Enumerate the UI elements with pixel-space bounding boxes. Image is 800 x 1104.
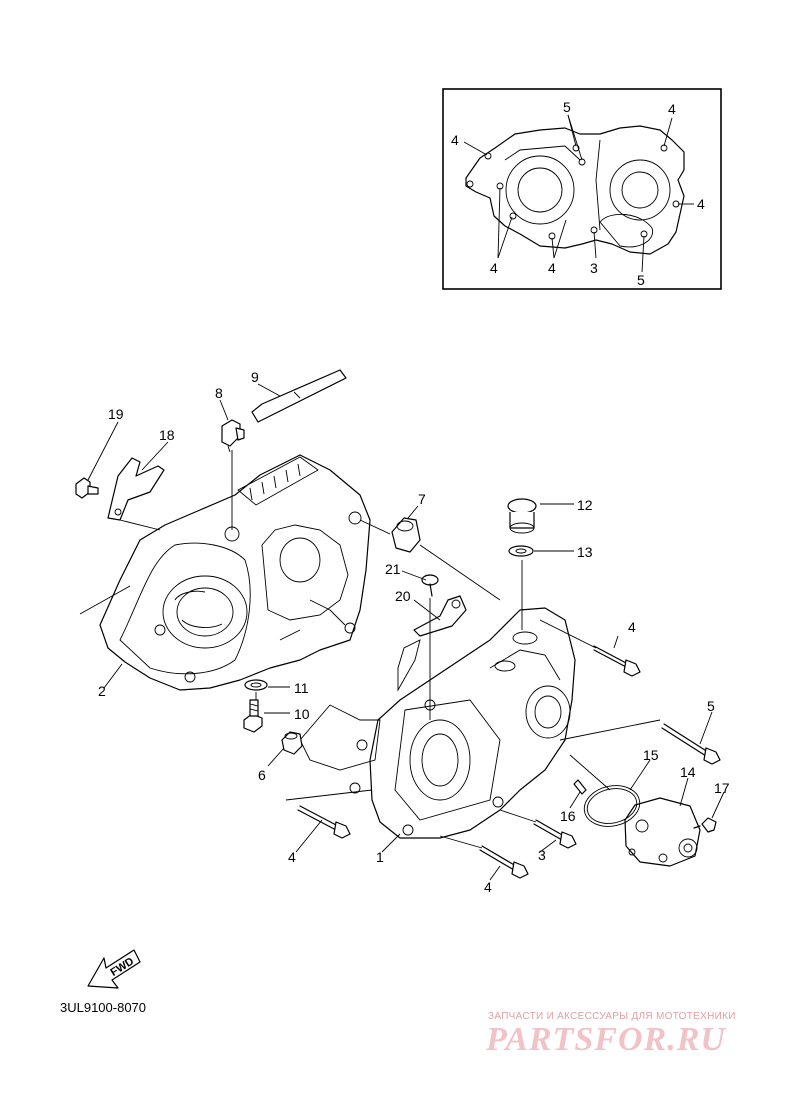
inset-gear-bore-outer: [609, 159, 671, 221]
callout-4-upper-right: 4: [628, 619, 636, 635]
clamp-part-20: [413, 595, 467, 637]
callout-17: 17: [714, 780, 730, 796]
right-case-top-rim: [489, 649, 561, 681]
screw-part-17: [693, 817, 717, 833]
inset-label-4-bottom-middle: 4: [548, 260, 556, 276]
bolt-part-19: [75, 477, 99, 499]
inset-pump-boss: [599, 213, 654, 248]
water-pump-housing-part-14: [624, 797, 701, 867]
bolt-part-3: [533, 819, 577, 849]
callout-6: 6: [258, 767, 266, 783]
callout-4-bottom: 4: [484, 879, 492, 895]
callout-8: 8: [215, 385, 223, 401]
drawing-code: 3UL9100-8070: [60, 1000, 146, 1015]
callout-20: 20: [395, 588, 411, 604]
inset-crank-bore-inner: [517, 167, 563, 213]
right-gear-bore-inner: [534, 695, 562, 729]
washer-part-13: [508, 545, 534, 557]
crank-bearing-bore-inner: [176, 587, 234, 637]
right-case-lower-flange: [299, 704, 381, 771]
callout-14: 14: [680, 764, 696, 780]
leader-lines: [79, 383, 725, 881]
right-gear-bore-outer: [525, 685, 571, 739]
crankcase-right-part-1: [299, 607, 576, 839]
callout-3: 3: [538, 847, 546, 863]
crankcase-left-part-2: [99, 454, 371, 691]
damper-part-7: [391, 517, 421, 553]
bolt-part-4-bottom: [479, 845, 529, 879]
washer-part-11: [244, 679, 268, 691]
inset-view: 5 4 4 4 4 4 3 5: [442, 88, 722, 290]
inset-label-5-top: 5: [563, 99, 571, 115]
inset-leaders: [463, 114, 694, 273]
callout-19: 19: [108, 406, 124, 422]
right-crank-bore-inner: [421, 733, 459, 787]
callout-21: 21: [385, 561, 401, 577]
bolt-part-5: [661, 723, 721, 765]
inset-label-4-bottom-left: 4: [490, 260, 498, 276]
pipe-part-9: [251, 369, 347, 423]
plug-bolt-part-12: [507, 498, 537, 534]
watermark-brand: PARTSFOR.RU: [485, 1021, 727, 1058]
inset-crankcase-outline: [465, 125, 685, 255]
fwd-arrow-icon: FWD: [87, 949, 141, 989]
crankcase-left-fins: [237, 456, 319, 506]
callout-2: 2: [98, 683, 106, 699]
callout-13: 13: [577, 544, 593, 560]
inset-label-3: 3: [590, 260, 598, 276]
inset-label-4-top-left: 4: [451, 132, 459, 148]
callout-15: 15: [643, 747, 659, 763]
callout-11: 11: [294, 680, 309, 696]
crank-bearing-bore-outer: [162, 575, 248, 649]
inset-rib-top: [504, 145, 581, 161]
callout-9: 9: [251, 369, 259, 385]
inset-rib-center: [595, 139, 601, 231]
callout-labels: 1 2 3 4 4 4 5 6 7 8 9 10 11 12 13 14 15 …: [98, 369, 730, 895]
inset-crank-bore-outer: [505, 155, 575, 225]
callout-10: 10: [294, 706, 310, 722]
inset-label-4-right: 4: [697, 196, 705, 212]
watermark: ЗАПЧАСТИ И АКСЕССУАРЫ ДЛЯ МОТОТЕХНИКИ PA…: [485, 1011, 736, 1058]
callout-16: 16: [560, 808, 576, 824]
right-crank-bore-outer: [409, 719, 471, 801]
inset-label-5-bottom: 5: [637, 272, 645, 288]
bracket-part-18: [107, 457, 165, 521]
screw-part-21: [421, 574, 439, 597]
inset-label-4-top-right: 4: [668, 101, 676, 117]
callout-7: 7: [418, 491, 426, 507]
bolt-part-10: [243, 699, 263, 733]
callout-18: 18: [159, 427, 175, 443]
o-ring-part-15: [583, 785, 641, 827]
bolt-part-4-upper-right: [593, 645, 641, 677]
inset-gear-bore-inner: [621, 171, 659, 209]
collar-part-6: [281, 731, 303, 755]
right-case-top-port: [512, 631, 538, 645]
callout-1: 1: [376, 849, 384, 865]
callout-4-lower-left: 4: [288, 849, 296, 865]
callout-12: 12: [577, 497, 593, 513]
right-case-mount-tab: [397, 639, 421, 692]
watermark-subtitle: ЗАПЧАСТИ И АКСЕССУАРЫ ДЛЯ МОТОТЕХНИКИ: [488, 1011, 736, 1022]
dowel-pin-part-16: [573, 779, 587, 795]
bolt-part-4-lower-left: [297, 805, 351, 839]
fitting-part-8: [221, 419, 245, 453]
crankcase-left-cavity: [119, 542, 251, 675]
left-gear-bore: [279, 537, 321, 583]
callout-5: 5: [707, 698, 715, 714]
